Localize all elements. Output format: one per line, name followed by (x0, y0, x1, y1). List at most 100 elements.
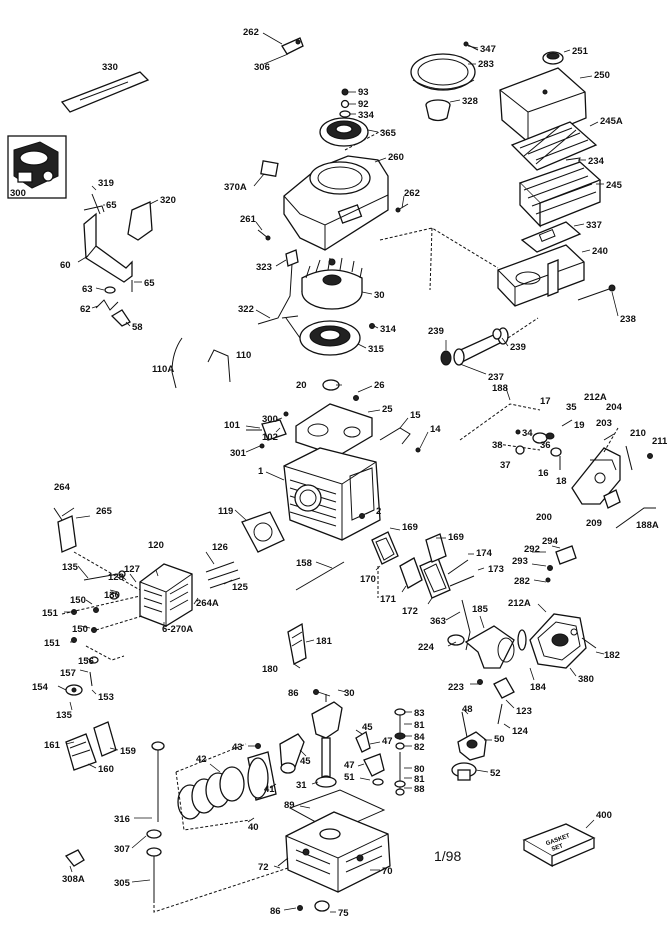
screw-264 (53, 507, 63, 521)
seal-75 (314, 900, 330, 912)
label-48: 48 (462, 704, 473, 715)
label-102: 102 (262, 432, 278, 443)
paper-element-245 (518, 161, 602, 228)
leader-lines (57, 32, 619, 913)
link-14 (415, 447, 421, 453)
label-264: 264 (54, 482, 71, 493)
label-119: 119 (218, 506, 233, 517)
parts-156 (65, 637, 99, 696)
label-40: 40 (248, 822, 259, 833)
gasket-set-box-400 (522, 823, 596, 868)
label-173: 173 (488, 564, 504, 575)
link-58 (110, 309, 131, 327)
label-125: 125 (232, 582, 249, 593)
label-93: 93 (358, 87, 369, 98)
label-65: 65 (106, 200, 117, 211)
head-gasket-119 (241, 511, 285, 553)
bracket-294 (555, 545, 577, 565)
label-81: 81 (414, 720, 425, 731)
label-319: 319 (98, 178, 114, 189)
crankshaft-30b (311, 694, 343, 781)
label-260: 260 (388, 152, 404, 163)
label-25: 25 (382, 404, 393, 415)
screw-26 (353, 395, 359, 401)
date-code: 1/98 (434, 848, 461, 864)
label-43: 43 (232, 742, 243, 753)
shaft-38 (515, 429, 521, 435)
label-365: 365 (380, 128, 397, 139)
label-160: 160 (98, 764, 114, 775)
nut-282 (545, 577, 551, 583)
label-19: 19 (574, 420, 585, 431)
label-337: 337 (586, 220, 602, 231)
label-101: 101 (224, 420, 241, 431)
label-307: 307 (114, 844, 130, 855)
gasket-171 (399, 557, 423, 589)
label-210: 210 (630, 428, 646, 439)
label-1: 1 (258, 466, 264, 477)
block-123 (493, 677, 515, 699)
spring-15 (379, 427, 411, 445)
label-171: 171 (380, 594, 397, 605)
label-14: 14 (430, 424, 441, 435)
cylinder-head-120 (139, 563, 193, 627)
label-83: 83 (414, 708, 425, 719)
label-128: 128 (108, 572, 124, 583)
gasket-159 (93, 721, 117, 757)
label-306: 306 (254, 62, 270, 73)
label-184: 184 (530, 682, 547, 693)
label-6270A: 6-270A (162, 624, 193, 635)
label-127: 127 (124, 564, 140, 575)
label-82: 82 (414, 742, 425, 753)
nut-86 (313, 689, 319, 695)
part-number-labels: 262 306 347 283 251 250 328 245A 234 245… (10, 27, 668, 919)
label-293: 293 (512, 556, 528, 567)
label-250: 250 (594, 70, 610, 81)
label-156: 156 (78, 656, 94, 667)
label-282: 282 (514, 576, 530, 587)
label-89: 89 (284, 800, 295, 811)
label-123: 123 (516, 706, 532, 717)
air-cleaner-base-240 (497, 244, 585, 307)
label-110A: 110A (152, 364, 174, 375)
label-204: 204 (606, 402, 623, 413)
control-bracket-101 (246, 411, 289, 449)
gasket-169 (425, 533, 447, 563)
gear-52 (451, 762, 477, 781)
screw-72 (277, 857, 289, 867)
label-300b: 300 (262, 414, 278, 425)
rocker-128 (109, 592, 119, 600)
cylinder-block-1 (283, 447, 381, 541)
label-185: 185 (472, 604, 489, 615)
label-30b: 30 (344, 688, 355, 699)
stop-switch-323 (257, 249, 299, 325)
screw-182 (581, 637, 597, 649)
label-88: 88 (414, 784, 425, 795)
label-158: 158 (296, 558, 312, 569)
label-203: 203 (596, 418, 612, 429)
label-292: 292 (524, 544, 540, 555)
label-135: 135 (62, 562, 79, 573)
carburetor-380 (529, 613, 587, 669)
gasket-170 (371, 531, 399, 565)
screw-347 (463, 41, 479, 51)
label-84: 84 (414, 732, 425, 743)
wire-110A (171, 337, 183, 389)
label-224: 224 (418, 642, 435, 653)
knob-251 (542, 51, 564, 65)
label-15: 15 (410, 410, 421, 421)
label-31: 31 (296, 780, 307, 791)
label-245A: 245A (600, 116, 623, 127)
label-150: 150 (70, 595, 86, 606)
screw-319 (91, 193, 101, 215)
label-320: 320 (160, 195, 176, 206)
carburetor-spacer-172 (419, 557, 451, 599)
ignition-coil-315 (281, 315, 361, 356)
screw-124 (497, 703, 503, 725)
bolt-150 (93, 607, 99, 613)
label-316: 316 (114, 814, 130, 825)
label-18: 18 (556, 476, 567, 487)
wire-110 (207, 349, 231, 383)
label-86b: 86 (270, 906, 281, 917)
label-265: 265 (96, 506, 113, 517)
